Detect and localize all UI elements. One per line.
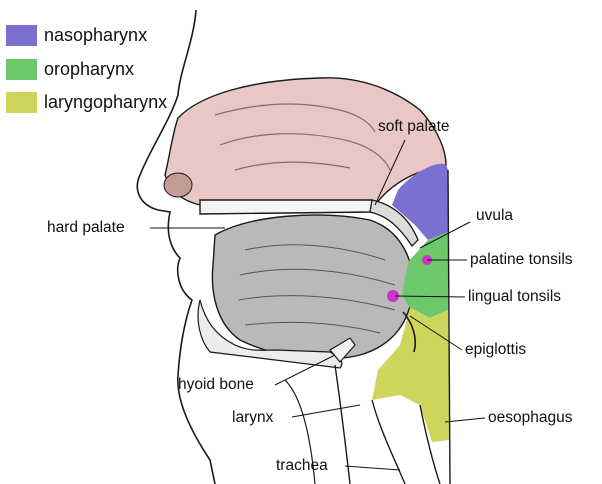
label-oesophagus: oesophagus [488, 409, 572, 427]
legend-label: nasopharynx [44, 24, 147, 46]
label-hard-palate: hard palate [47, 219, 125, 237]
label-larynx: larynx [232, 409, 273, 427]
hard-palate-bone [200, 200, 372, 214]
tongue [212, 215, 413, 359]
legend-item-laryngopharynx: laryngopharynx [6, 91, 167, 113]
oropharynx-swatch [6, 59, 37, 80]
leader-oesophagus [445, 418, 485, 422]
nostril-ala [164, 173, 192, 197]
label-soft-palate: soft palate [378, 118, 450, 136]
laryngopharynx-swatch [6, 92, 37, 113]
legend-label: oropharynx [44, 58, 134, 80]
legend-label: laryngopharynx [44, 91, 167, 113]
legend-item-oropharynx: oropharynx [6, 58, 134, 80]
label-trachea: trachea [276, 457, 328, 475]
label-palatine-tonsils: palatine tonsils [470, 251, 573, 269]
label-epiglottis: epiglottis [465, 341, 526, 359]
legend-item-nasopharynx: nasopharynx [6, 24, 147, 46]
label-lingual-tonsils: lingual tonsils [468, 288, 561, 306]
nasopharynx-swatch [6, 25, 37, 46]
trachea-back [372, 400, 405, 484]
leader-trachea [345, 466, 400, 470]
label-uvula: uvula [476, 207, 513, 225]
label-hyoid-bone: hyoid bone [178, 376, 254, 394]
face-profile [137, 10, 215, 484]
